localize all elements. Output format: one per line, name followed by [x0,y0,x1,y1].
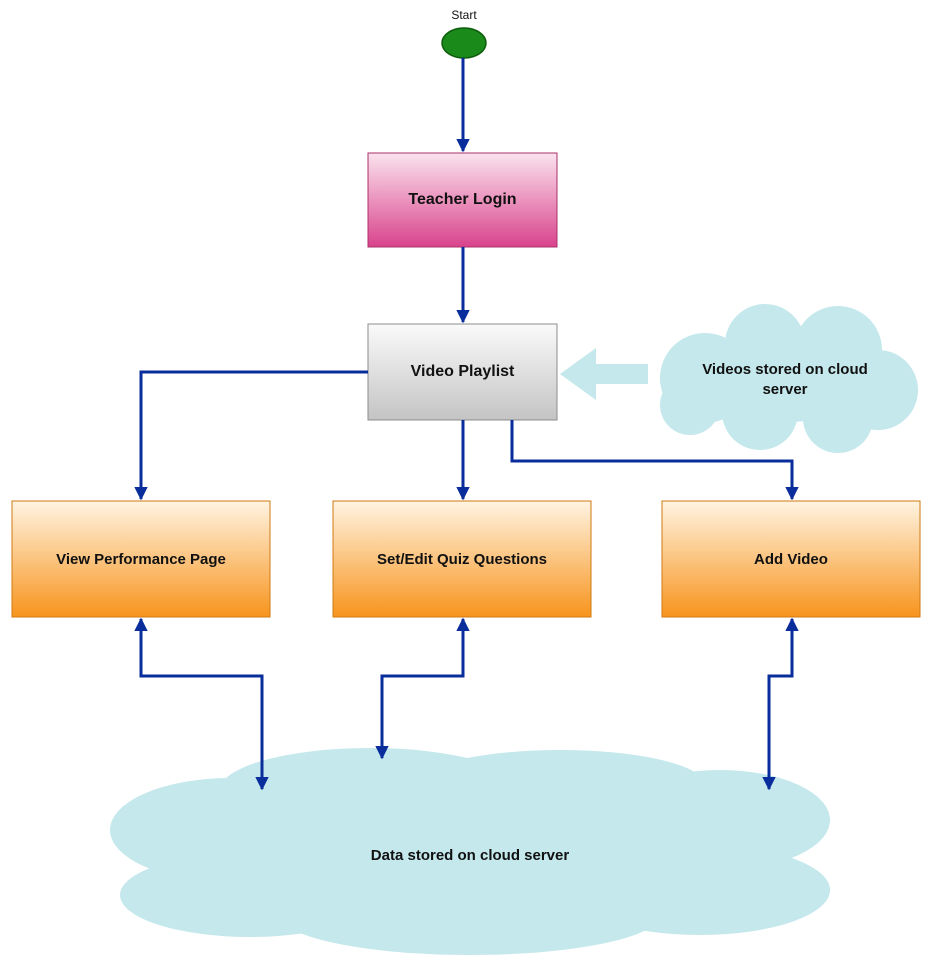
arrow-playlist-to-performance [134,370,368,501]
start-label: Start [451,8,477,22]
arrow-add-video-data [762,617,799,791]
arrow-playlist-to-add-video [510,420,799,501]
add-video-label: Add Video [754,550,828,568]
teacher-login-label: Teacher Login [408,191,517,208]
teacher-login-box [367,152,558,248]
videos-cloud-label: Videos stored on cloud server [702,361,868,398]
arrow-quiz-data [375,617,470,760]
set-edit-quiz-box [332,500,592,618]
add-video-box [661,500,921,618]
start-node [441,27,487,59]
video-playlist-box [367,323,558,421]
view-performance-box [11,500,271,618]
data-cloud-label: Data stored on cloud server [370,846,570,864]
cloud-feed-arrow [560,348,648,400]
video-playlist-label: Video Playlist [410,363,515,380]
set-edit-quiz-label: Set/Edit Quiz Questions [376,550,548,568]
view-performance-label: View Performance Page [56,550,226,568]
arrow-performance-data [134,617,269,791]
videos-cloud [660,304,918,453]
data-cloud [110,748,830,955]
